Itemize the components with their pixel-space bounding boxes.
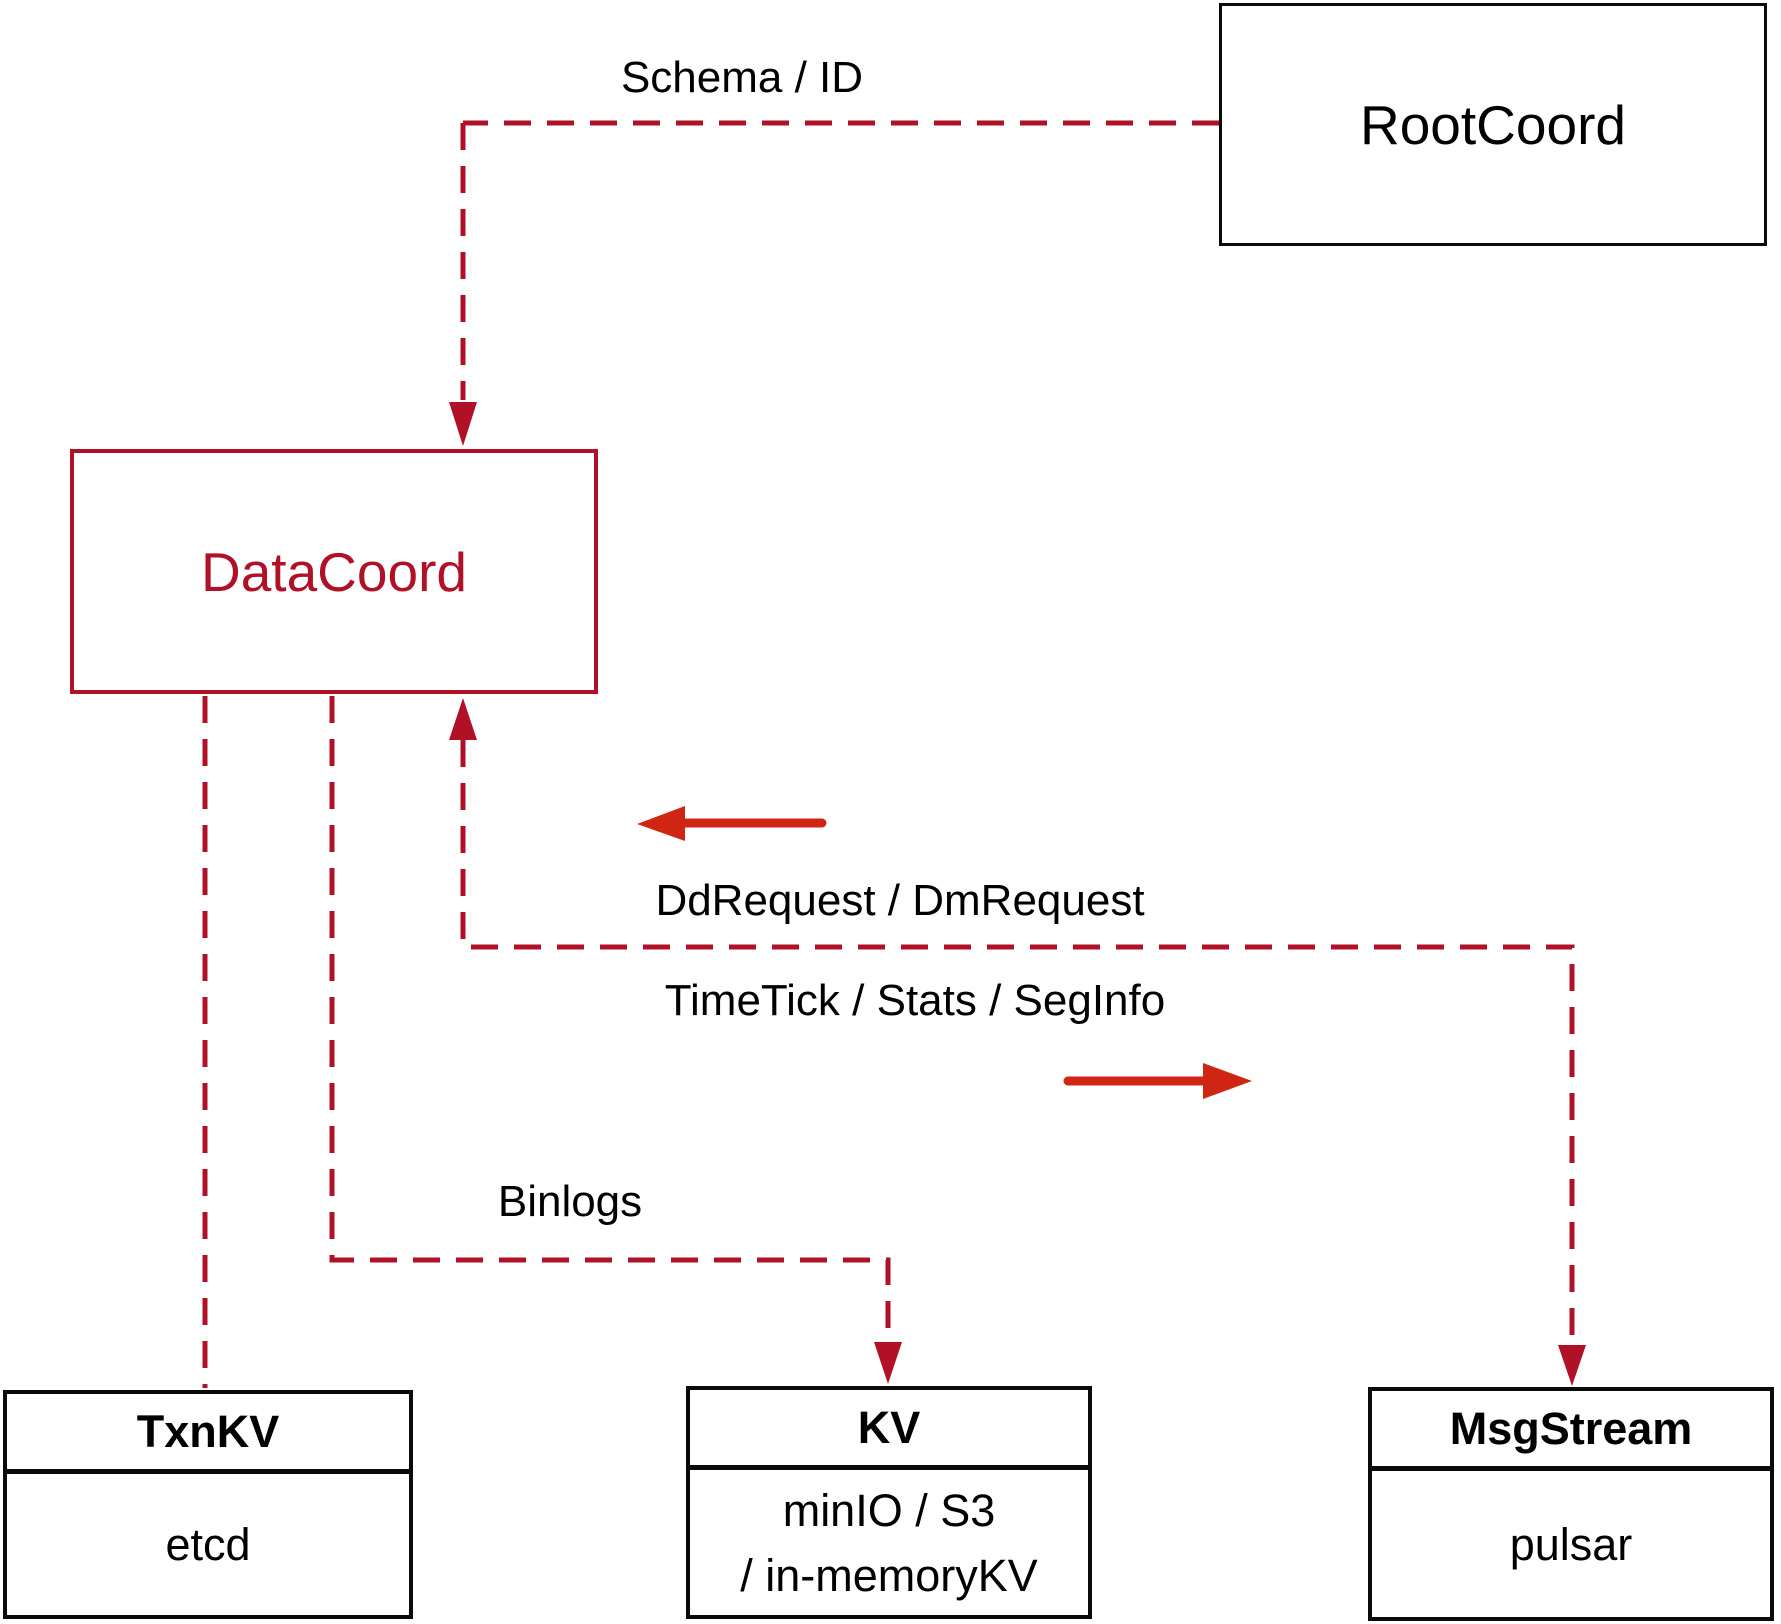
edge-schema-id-line: [460, 120, 1219, 400]
kv-body: minIO / S3 / in-memoryKV: [690, 1470, 1088, 1615]
arrowhead-into-datacoord-bottom: [449, 698, 477, 740]
node-msgstream: MsgStream pulsar: [1368, 1387, 1774, 1621]
txnkv-title: TxnKV: [7, 1394, 409, 1474]
arrowhead-into-msgstream-top: [1558, 1345, 1586, 1386]
node-rootcoord: RootCoord: [1219, 3, 1767, 246]
node-txnkv: TxnKV etcd: [3, 1390, 413, 1619]
edge-rootcoord-to-datacoord: [460, 120, 1219, 400]
direction-arrow-right-icon: [1063, 1063, 1252, 1099]
edge-binlogs-line: [329, 696, 891, 1340]
edge-label-dd-request: DdRequest / DmRequest: [655, 876, 1145, 925]
rootcoord-label: RootCoord: [1360, 93, 1626, 156]
node-datacoord: DataCoord: [70, 449, 598, 694]
arrowhead-into-datacoord-top: [449, 402, 477, 446]
msgstream-body: pulsar: [1509, 1518, 1633, 1570]
direction-arrow-left-icon: [637, 806, 827, 841]
edge-label-schema-id: Schema / ID: [620, 53, 864, 102]
edge-msgstream-to-datacoord-line: [460, 740, 1575, 1343]
kv-body-line1: minIO / S3: [782, 1484, 996, 1536]
edge-label-binlogs: Binlogs: [497, 1177, 643, 1226]
edge-label-timetick: TimeTick / Stats / SegInfo: [664, 976, 1166, 1025]
node-kv: KV minIO / S3 / in-memoryKV: [686, 1386, 1092, 1619]
arrowhead-into-kv-top: [874, 1342, 902, 1384]
datacoord-label: DataCoord: [201, 540, 467, 603]
txnkv-body: etcd: [165, 1519, 251, 1570]
kv-body-line2: / in-memoryKV: [740, 1549, 1038, 1601]
msgstream-title: MsgStream: [1372, 1391, 1770, 1471]
kv-title: KV: [690, 1390, 1088, 1470]
